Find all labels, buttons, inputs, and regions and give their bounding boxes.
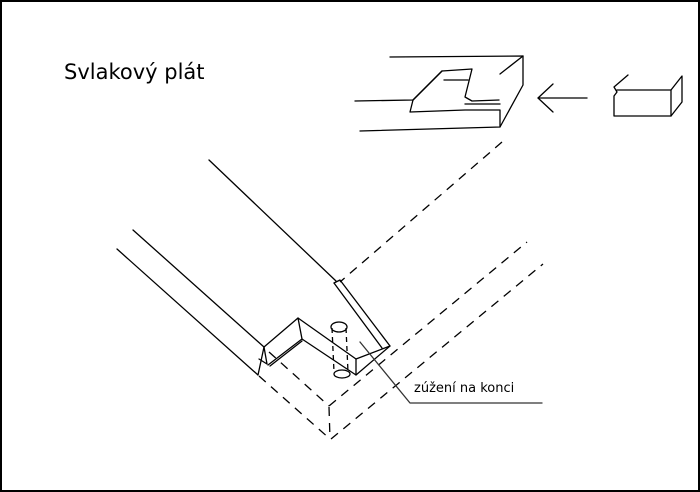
detail-beam (354, 55, 524, 132)
annotation-label: zúžení na konci (414, 381, 515, 396)
hidden-lines (258, 241, 544, 440)
detail-tenon-piece (613, 74, 683, 117)
arrow-left-icon (537, 83, 588, 113)
diagram-title: Svlakový plát (64, 60, 205, 84)
projection-line (339, 141, 503, 283)
wooden-peg (330, 321, 351, 379)
annotation-leader (359, 341, 543, 404)
main-beam (116, 159, 391, 376)
